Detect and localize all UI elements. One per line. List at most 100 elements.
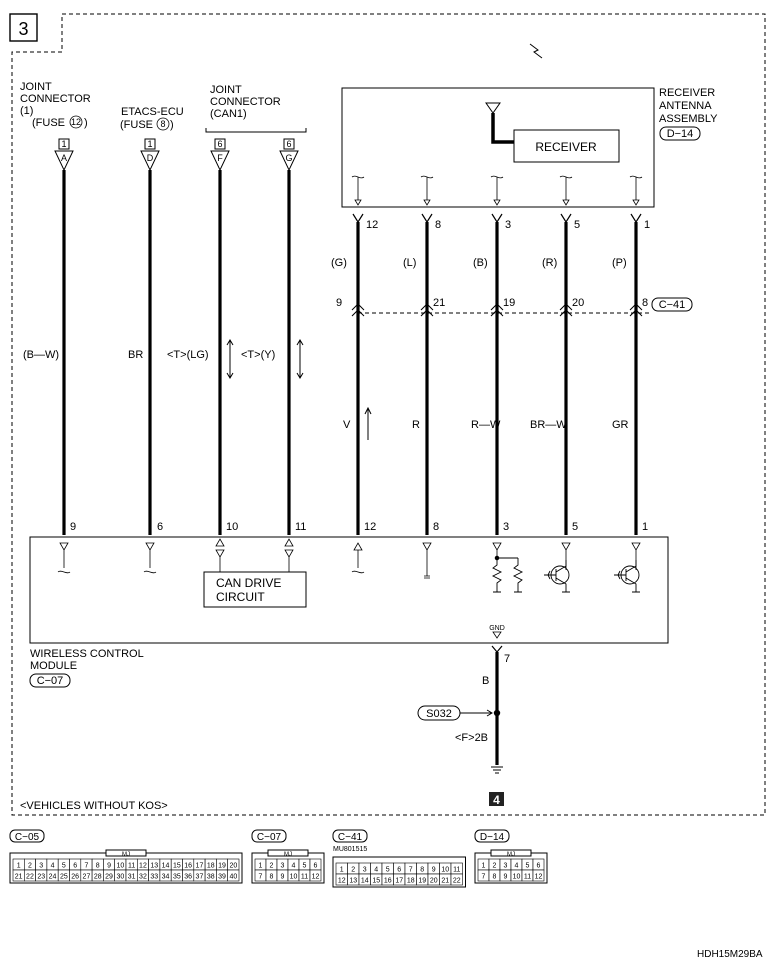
connector-pin: 2 <box>270 863 274 870</box>
connector-pin: 21 <box>15 874 23 881</box>
connector-pin: 24 <box>49 874 57 881</box>
connector-pin: 3 <box>281 863 285 870</box>
receiver-wire-4: 5 (R) 20 BR—W 5 <box>530 175 584 535</box>
svg-text:B: B <box>482 675 489 687</box>
connector-view-key-label: MJ <box>507 852 515 858</box>
connector-pin: 19 <box>418 878 426 885</box>
connector-pin: 12 <box>139 863 147 870</box>
receiver-box <box>513 129 620 163</box>
connector-pin: 9 <box>504 874 508 881</box>
connector-pin: 8 <box>270 874 274 881</box>
connector-view-key-label: MJ <box>122 852 130 858</box>
svg-text:1: 1 <box>642 521 648 533</box>
wireless-control-module-box <box>29 536 669 644</box>
connector-pin: 15 <box>173 863 181 870</box>
svg-text:21: 21 <box>433 297 445 309</box>
svg-text:G: G <box>285 153 292 163</box>
connector-pin: 8 <box>96 863 100 870</box>
can-drive-circuit-box <box>203 571 307 608</box>
svg-text:8: 8 <box>435 219 441 231</box>
svg-text:(P): (P) <box>612 257 627 269</box>
svg-text:D−14: D−14 <box>667 128 694 140</box>
svg-text:(FUSE: (FUSE <box>32 117 65 129</box>
transistor-icon <box>614 560 640 593</box>
receiver-wire-5: 1 (P) 8 GR 1 <box>612 175 650 535</box>
connector-pin: 1 <box>482 863 486 870</box>
svg-text:RECEIVER: RECEIVER <box>659 87 715 99</box>
svg-text:3: 3 <box>503 521 509 533</box>
joint-connector-1-label: JOINT CONNECTOR (1) (FUSE 12 ) <box>20 81 91 129</box>
svg-text:D: D <box>147 153 154 163</box>
connector-pin: 12 <box>312 874 320 881</box>
svg-text:7: 7 <box>504 653 510 665</box>
connector-pin: 1 <box>17 863 21 870</box>
connector-pin: 17 <box>196 863 204 870</box>
connector-pin: 11 <box>524 874 531 881</box>
connector-pin: 6 <box>314 863 318 870</box>
svg-text:(CAN1): (CAN1) <box>210 108 247 120</box>
ground-location-label: <F>2B <box>455 732 488 744</box>
connector-pin: 7 <box>259 874 263 881</box>
connector-pin: 13 <box>349 878 357 885</box>
connector-c41-label: C−41 <box>659 299 686 311</box>
connector-view-name: C−05 <box>15 832 40 843</box>
svg-text:JOINT: JOINT <box>210 84 242 96</box>
svg-text:8: 8 <box>160 119 165 129</box>
svg-text:ANTENNA: ANTENNA <box>659 100 712 112</box>
connector-view-name: D−14 <box>480 832 505 843</box>
svg-text:CONNECTOR: CONNECTOR <box>20 93 91 105</box>
svg-text:1: 1 <box>61 139 66 149</box>
connector-pin: 13 <box>150 863 158 870</box>
connector-pin: 6 <box>73 863 77 870</box>
transistor-icon <box>544 560 570 593</box>
svg-text:(G): (G) <box>331 257 347 269</box>
connector-pin: 8 <box>420 867 424 874</box>
bidirectional-arrow-icon <box>226 339 234 379</box>
connector-pin: 10 <box>441 867 449 874</box>
svg-text:<T>(Y): <T>(Y) <box>241 349 275 361</box>
page-number: 3 <box>18 19 28 39</box>
connector-pin: 9 <box>281 874 285 881</box>
gnd-label: GND <box>489 625 505 632</box>
svg-text:V: V <box>343 419 351 431</box>
svg-text:6: 6 <box>286 139 291 149</box>
connector-pin: 22 <box>26 874 34 881</box>
terminal-a <box>54 150 74 172</box>
connector-pin: 12 <box>535 874 543 881</box>
svg-text:ETACS-ECU: ETACS-ECU <box>121 106 184 118</box>
ground-icon <box>491 766 503 774</box>
connector-pin: 19 <box>218 863 226 870</box>
svg-text:3: 3 <box>505 219 511 231</box>
svg-text:12: 12 <box>366 219 378 231</box>
terminal-g <box>279 150 299 172</box>
svg-text:9: 9 <box>70 521 76 533</box>
connector-pin: 18 <box>207 863 215 870</box>
svg-text:<T>(LG): <T>(LG) <box>167 349 209 361</box>
connector-pin: 21 <box>441 878 449 885</box>
svg-text:11: 11 <box>295 521 306 533</box>
svg-text:): ) <box>84 117 88 129</box>
connector-pin: 3 <box>504 863 508 870</box>
svg-text:C−07: C−07 <box>37 675 64 687</box>
connector-pin: 14 <box>361 878 369 885</box>
figure-code: HDH15M29BA <box>697 949 763 960</box>
vehicle-note: <VEHICLES WITHOUT KOS> <box>20 800 168 812</box>
antenna-icon <box>485 102 514 143</box>
connector-view-name: C−41 <box>338 832 363 843</box>
connector-pin: 31 <box>128 874 136 881</box>
connector-pin: 7 <box>84 863 88 870</box>
svg-text:(R): (R) <box>542 257 557 269</box>
connector-pin: 9 <box>107 863 111 870</box>
connector-view-key-label: MJ <box>284 852 292 858</box>
svg-text:F: F <box>217 153 223 163</box>
svg-text:): ) <box>170 119 174 131</box>
connector-pin: 27 <box>83 874 91 881</box>
connector-pin: 14 <box>162 863 170 870</box>
svg-text:BR: BR <box>128 349 143 361</box>
svg-text:5: 5 <box>574 219 580 231</box>
svg-text:1: 1 <box>644 219 650 231</box>
connector-pin: 4 <box>374 867 378 874</box>
